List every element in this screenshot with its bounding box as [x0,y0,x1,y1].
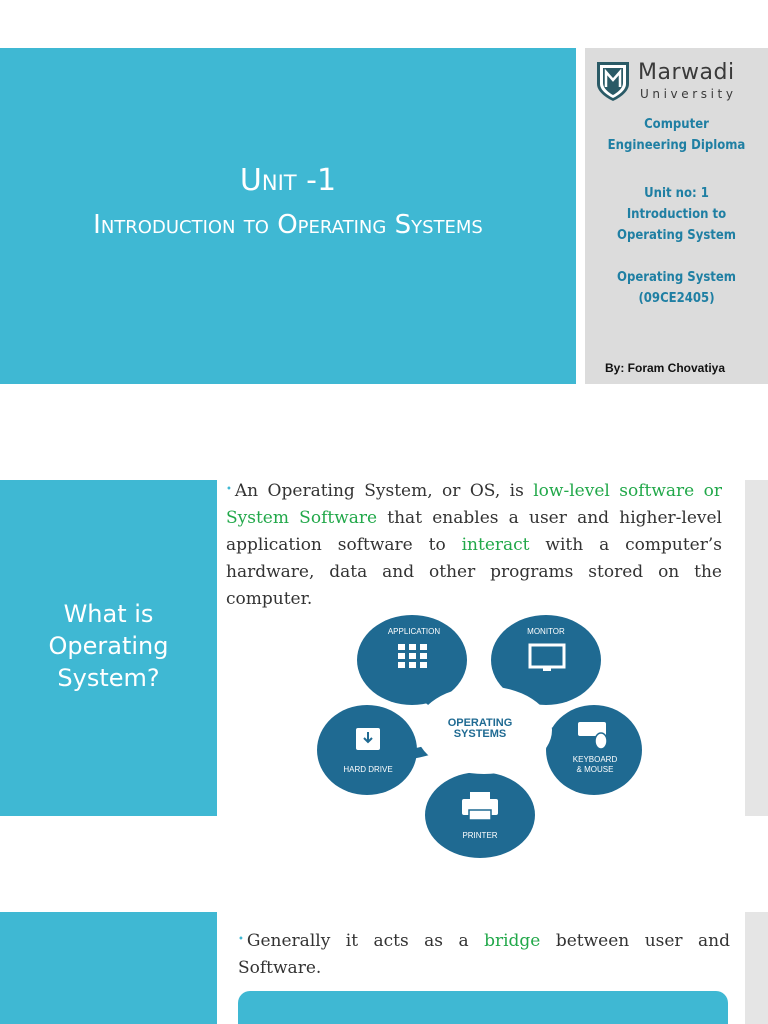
info-sidebar: Marwadi University Computer Engineering … [585,48,768,384]
title-line-2: Introduction to Operating Systems [93,210,483,240]
highlight-text: interact [461,535,530,555]
bullet-icon: • [226,484,232,495]
app-grid-icon [398,644,427,668]
printer-icon [462,792,498,821]
highlight-text: low-level software or System Software [226,481,722,528]
shield-logo-icon [597,62,629,101]
monitor-icon [528,643,566,671]
bridge-slide: •Generally it acts as a bridge between u… [0,912,768,1024]
printer-label: PRINTER [462,831,497,840]
monitor-bubble [491,615,601,705]
application-label: APPLICATION [388,627,441,636]
heading-line-3: System? [57,664,160,692]
unit-line-3: Operating System [617,228,736,243]
text-part: that enables a user and higher-level app… [226,508,722,555]
university-logo: Marwadi University [595,60,765,104]
text-part: An Operating System, or OS, is [234,481,534,501]
monitor-label: MONITOR [527,627,565,636]
unit-label: Unit no: 1 Introduction to Operating Sys… [585,183,768,246]
bridge-paragraph: •Generally it acts as a bridge between u… [238,926,730,982]
heading-panel [0,912,217,1024]
keyboard-label-2: & MOUSE [577,765,614,774]
department-line-1: Computer [644,117,709,132]
keyboard-icon [578,722,608,750]
definition-slide: What is Operating System? •An Operating … [0,480,768,858]
definition-paragraph: •An Operating System, or OS, is low-leve… [226,476,722,613]
title-panel: Unit -1 Introduction to Operating System… [0,48,576,384]
department-label: Computer Engineering Diploma [585,114,768,156]
side-strip [745,912,768,1024]
course-label: Operating System (09CE2405) [585,267,768,309]
text-part: between user and Software. [238,931,730,978]
side-strip [745,480,768,816]
slide-heading: What is Operating System? [0,598,217,694]
logo-name: Marwadi [638,60,735,85]
department-line-2: Engineering Diploma [607,138,746,153]
title-line-1: Unit -1 [239,163,337,198]
text-part: Generally it acts as a [246,931,485,951]
hard-drive-label: HARD DRIVE [343,765,392,774]
heading-line-2: Operating [48,632,169,660]
slide-title: Unit -1 Introduction to Operating System… [0,160,576,248]
center-label-1: OPERATING [448,717,513,729]
course-line-1: Operating System [617,270,736,285]
title-slide: Unit -1 Introduction to Operating System… [0,48,768,384]
highlight-text: bridge [484,931,541,951]
logo-subname: University [640,87,737,101]
center-hub [416,686,552,774]
bullet-icon: • [238,934,244,945]
application-bubble [357,615,467,705]
author-label: By: Foram Chovatiya [605,361,726,375]
heading-line-1: What is [63,600,154,628]
unit-line-1: Unit no: 1 [644,186,709,201]
text-part: with a computer’s hardware, data and oth… [226,535,722,609]
keyboard-label-1: KEYBOARD [573,755,618,764]
hard-drive-icon [356,728,380,750]
course-line-2: (09CE2405) [638,291,715,306]
os-diagram: OPERATING SYSTEMS APPLICATION MONITOR KE… [317,615,642,858]
diagram-header-bar [238,991,728,1024]
unit-line-2: Introduction to [626,207,727,222]
keyboard-bubble [546,705,642,795]
heading-panel: What is Operating System? [0,480,217,816]
center-label-2: SYSTEMS [454,728,507,740]
